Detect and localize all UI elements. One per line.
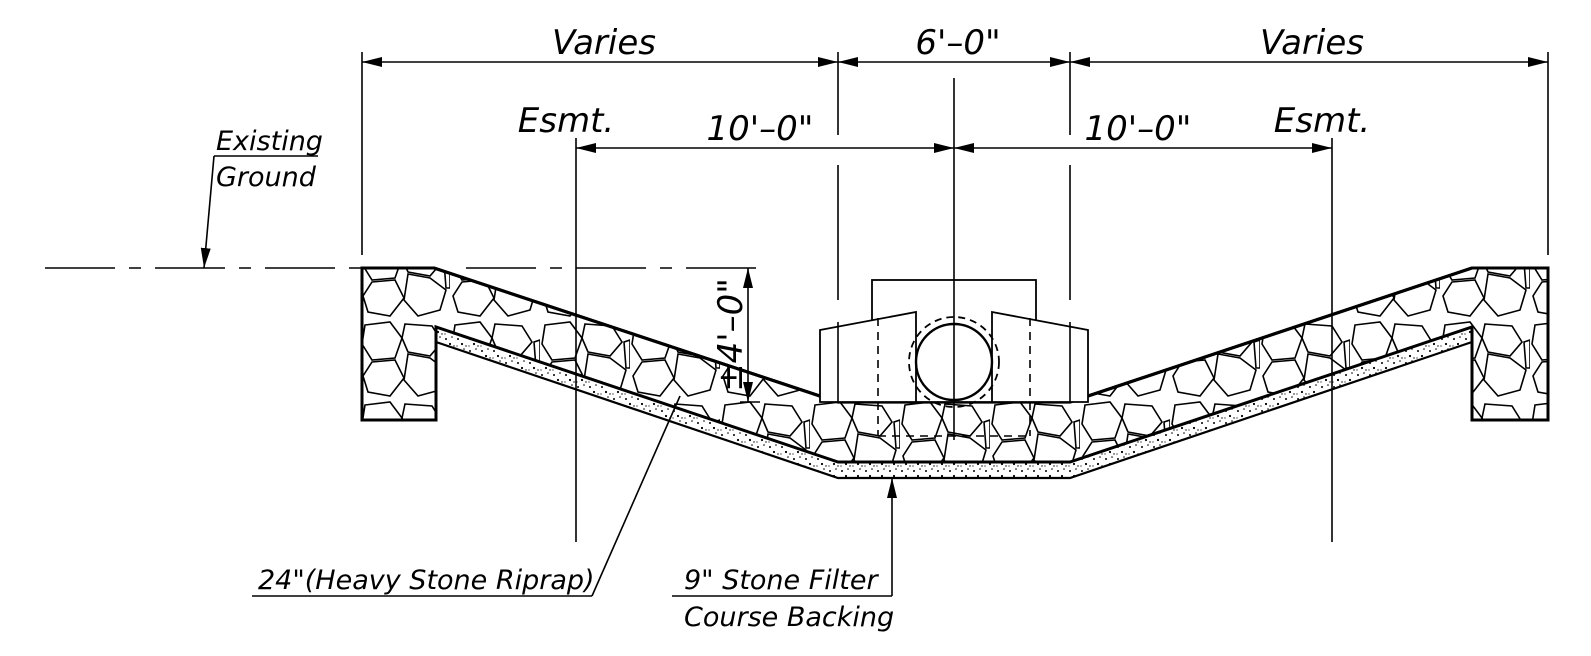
easement-left-label: Esmt. — [518, 101, 614, 141]
riprap-leader — [252, 395, 681, 597]
varies-right-label: Varies — [1260, 23, 1364, 63]
depth-label: ±4'–0" — [711, 278, 751, 392]
stone-filter-label-line2: Course Backing — [684, 602, 894, 633]
depth-dimension-line — [740, 268, 760, 403]
easement-right-label: Esmt. — [1274, 101, 1370, 141]
riprap-label: 24"(Heavy Stone Riprap) — [258, 565, 595, 596]
varies-left-label: Varies — [552, 23, 656, 63]
filter-leader — [672, 478, 897, 597]
existing-ground-label-line1: Existing — [216, 126, 323, 157]
stone-filter-label-line1: 9" Stone Filter — [684, 565, 879, 596]
ten-foot-right-label: 10'–0" — [1085, 109, 1192, 149]
ten-foot-left-label: 10'–0" — [707, 109, 814, 149]
existing-ground-label-line2: Ground — [216, 162, 317, 193]
stone-filter-backing-layer — [434, 325, 1474, 480]
center-width-label: 6'–0" — [915, 23, 1000, 63]
existing-ground-leader — [200, 155, 318, 269]
